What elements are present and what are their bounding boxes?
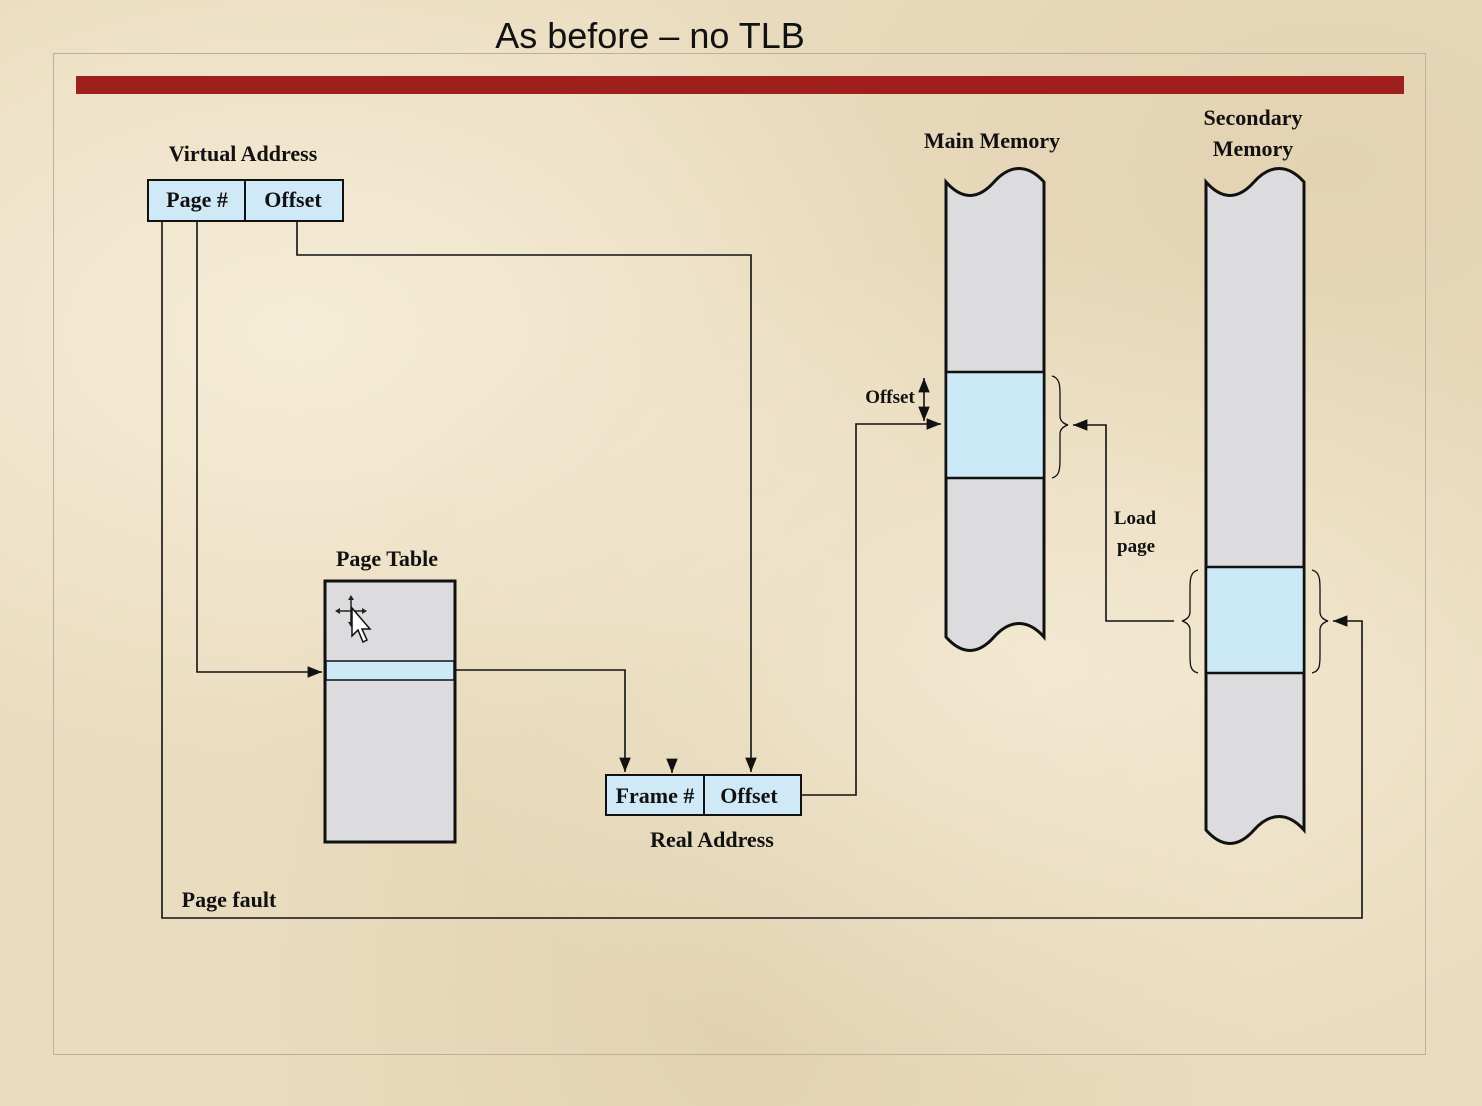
page-fault-label: Page fault	[182, 887, 277, 912]
slide-frame	[53, 53, 1426, 1055]
load-page-label-line2: page	[1117, 536, 1155, 557]
va-offset-to-ra-offset-arrow	[296, 221, 757, 772]
ra-offset-field: Offset	[720, 783, 778, 808]
real-address-to-main-memory-arrow	[801, 418, 941, 796]
real-address-box: Frame # Offset	[605, 774, 802, 816]
secondary-page-brace-left	[1181, 569, 1199, 674]
page-number-field: Page #	[166, 187, 228, 212]
secondary-page-brace-right	[1311, 569, 1329, 674]
secondary-memory-label-line1: Secondary	[1204, 105, 1303, 130]
secondary-memory-label-line2: Memory	[1213, 136, 1294, 161]
page-number-to-page-table-arrow	[196, 221, 322, 678]
page-table-label: Page Table	[336, 546, 438, 571]
page-table-to-frame-arrow	[455, 669, 631, 772]
real-address-label: Real Address	[650, 827, 774, 852]
load-page-label-line1: Load	[1114, 508, 1157, 529]
virtual-address-box: Page # Offset	[147, 179, 344, 222]
page-fault-arrow	[161, 221, 1363, 919]
va-offset-field: Offset	[264, 187, 322, 212]
page-table	[323, 579, 457, 844]
slide-title: As before – no TLB	[495, 15, 805, 56]
secondary-memory-column	[1204, 167, 1306, 845]
main-memory-offset-label: Offset	[865, 387, 915, 408]
load-page-arrow	[1073, 419, 1174, 622]
main-memory-label: Main Memory	[924, 128, 1060, 153]
title-underline-bar	[76, 76, 1404, 94]
frame-number-field: Frame #	[616, 783, 695, 808]
mouse-cursor-icon	[335, 595, 372, 644]
main-memory-column	[944, 167, 1046, 652]
main-memory-page-brace	[1051, 375, 1069, 479]
virtual-address-label: Virtual Address	[169, 141, 318, 166]
